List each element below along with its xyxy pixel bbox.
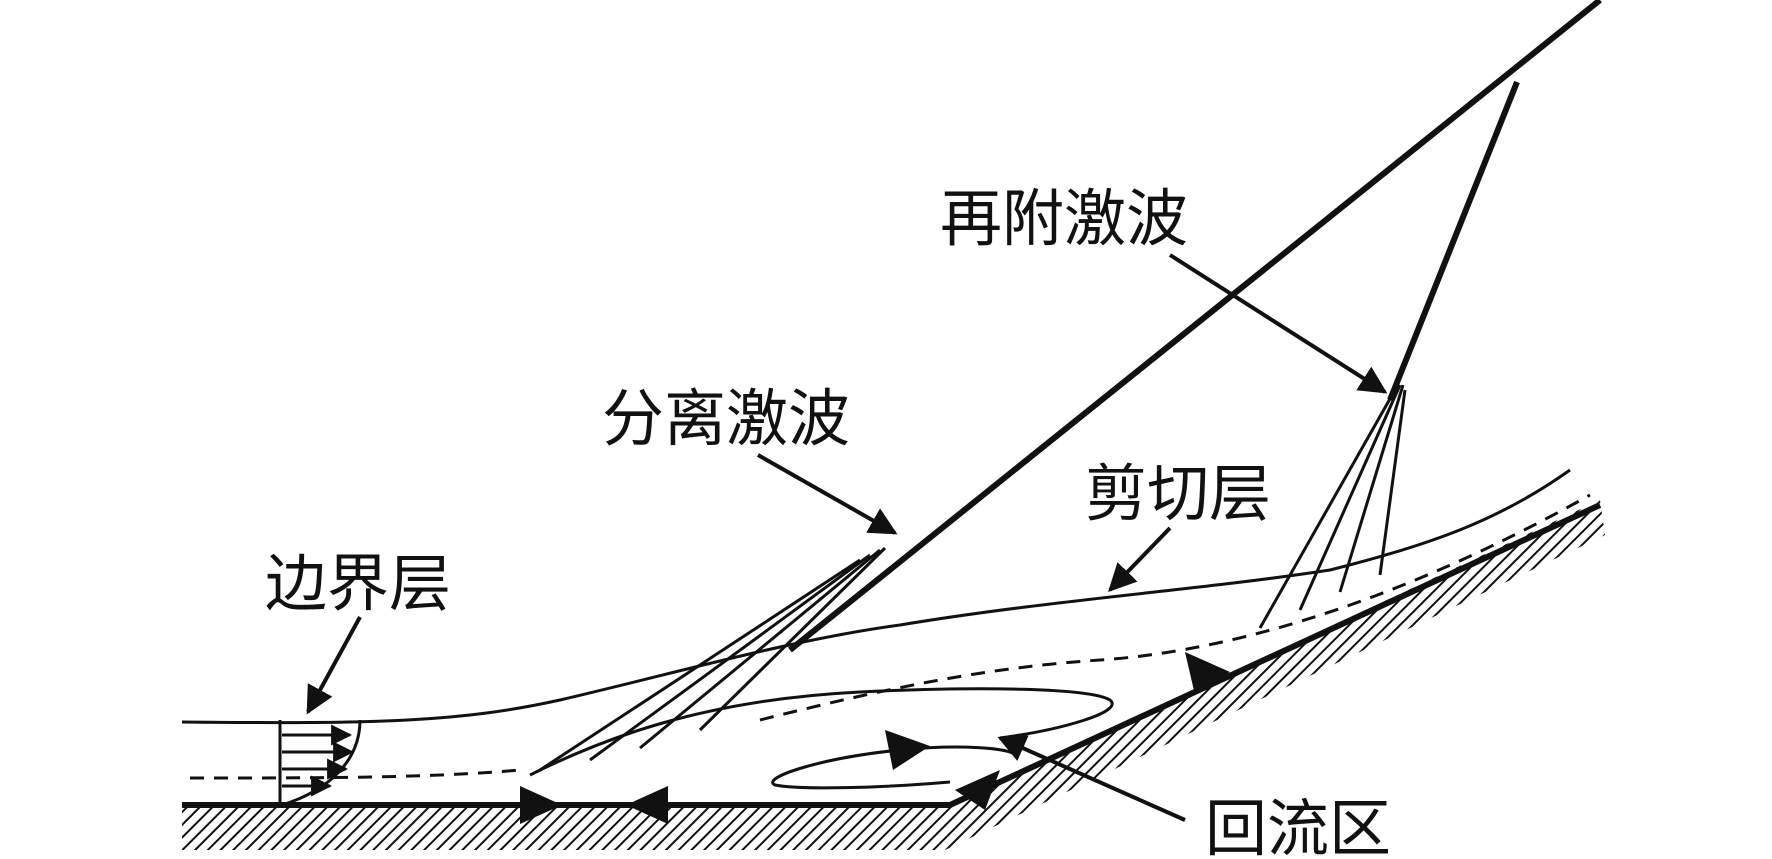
- flow-arrow-wall-upstream: [626, 786, 668, 824]
- compression-wave: [539, 558, 861, 772]
- leader-separation-shock: [757, 453, 898, 535]
- shear-layer-label: 剪切层: [1085, 457, 1271, 530]
- flow-arrow-reattachment: [955, 770, 1000, 810]
- recirculation-streamline-inner: [771, 745, 1017, 790]
- wall: [182, 500, 1605, 850]
- flow-arrows: [520, 652, 1230, 824]
- sonic-line-upstream: [189, 768, 521, 780]
- velocity-profile-curve: [281, 719, 362, 807]
- wall-hatching: [182, 500, 1605, 850]
- separation-shock-line: [788, 0, 1602, 653]
- leader-shear-layer: [1108, 526, 1172, 593]
- separation-shock: [539, 0, 1602, 772]
- flow-arrow-bubble-inner: [885, 730, 930, 770]
- recirculation-zone-label: 回流区: [1205, 792, 1391, 859]
- compression-wave: [1258, 389, 1397, 629]
- flow-arrow-shear-layer: [1185, 652, 1230, 695]
- leader-boundary-layer: [306, 616, 362, 715]
- compression-wave: [698, 546, 887, 732]
- velocity-profile: [278, 719, 362, 807]
- separation-shock-label: 分离激波: [602, 382, 850, 455]
- reattachment-shock: [1258, 80, 1520, 629]
- compression-wave: [1378, 389, 1407, 576]
- leader-reattachment-shock: [1168, 253, 1388, 394]
- compression-wave: [1298, 384, 1402, 611]
- reattachment-shock-label: 再附激波: [940, 182, 1188, 255]
- boundary-layer-edge: [181, 468, 1571, 725]
- compression-wave: [589, 553, 871, 762]
- wall-surface-line: [182, 502, 1602, 808]
- leader-arrows: [306, 253, 1388, 822]
- leader-recirculation-zone: [997, 735, 1186, 822]
- flow-arrow-wall-downstream: [520, 786, 562, 824]
- boundary-layer-label: 边界层: [265, 547, 451, 620]
- compression-wave: [639, 548, 881, 750]
- compression-wave: [1338, 384, 1405, 593]
- recirculation-streamline-outer: [529, 687, 1114, 777]
- reattachment-shock-line: [1387, 80, 1520, 402]
